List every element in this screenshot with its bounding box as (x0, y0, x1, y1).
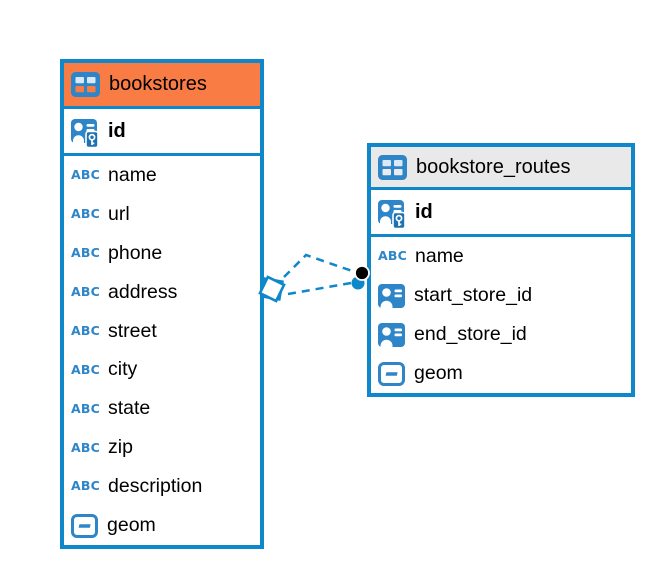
column-row[interactable]: start_store_id (371, 276, 631, 315)
text-type-icon: ABC (71, 400, 100, 416)
column-label: address (108, 280, 178, 303)
table-title: bookstore_routes (416, 155, 571, 178)
table-bookstores[interactable]: bookstores id ABC name ABC (60, 59, 264, 549)
column-label: id (108, 119, 126, 142)
column-row[interactable]: ABC description (64, 467, 260, 506)
column-label: end_store_id (414, 323, 527, 345)
table-icon (71, 72, 100, 97)
column-list: ABC name start_store_id (371, 237, 631, 393)
relationship-source-diamond[interactable] (260, 277, 284, 301)
table-bookstore-routes[interactable]: bookstore_routes id ABC name (367, 143, 635, 397)
column-label: name (415, 245, 464, 267)
primary-key-icon (378, 199, 406, 229)
table-bookstore-routes-header[interactable]: bookstore_routes (371, 147, 631, 187)
column-row[interactable]: ABC zip (64, 428, 260, 467)
column-row[interactable]: ABC address (64, 273, 260, 312)
column-label: city (108, 358, 138, 381)
column-row[interactable]: geom (371, 354, 631, 393)
column-label: geom (414, 362, 463, 384)
text-type-icon: ABC (71, 283, 100, 299)
text-type-icon: ABC (71, 167, 100, 183)
column-label: url (108, 202, 130, 225)
column-list: ABC name ABC url ABC phone ABC address A… (64, 156, 260, 545)
column-label: description (108, 475, 203, 498)
geometry-type-icon (378, 361, 405, 386)
column-row[interactable]: geom (64, 506, 260, 545)
reference-type-icon (378, 322, 405, 347)
column-label: phone (108, 241, 163, 264)
column-row-pk[interactable]: id (64, 109, 260, 153)
column-row[interactable]: ABC state (64, 389, 260, 428)
geometry-type-icon (71, 513, 98, 538)
text-type-icon: ABC (71, 361, 100, 377)
text-type-icon: ABC (71, 245, 100, 261)
text-type-icon: ABC (378, 248, 407, 264)
column-label: street (108, 319, 157, 342)
column-label: name (108, 163, 157, 186)
text-type-icon: ABC (71, 322, 100, 338)
column-label: state (108, 397, 151, 420)
column-row[interactable]: ABC street (64, 312, 260, 351)
header-divider (371, 187, 631, 190)
pk-divider (64, 153, 260, 156)
column-row[interactable]: ABC name (64, 156, 260, 195)
reference-type-icon (378, 283, 405, 308)
pk-divider (371, 234, 631, 237)
text-type-icon: ABC (71, 439, 100, 455)
column-row[interactable]: ABC url (64, 195, 260, 234)
relationship-line-start-store[interactable] (283, 253, 356, 278)
text-type-icon: ABC (71, 478, 100, 494)
relationship-endpoint-dot[interactable] (351, 276, 365, 290)
header-divider (64, 106, 260, 109)
relationship-line-end-store[interactable] (287, 281, 352, 296)
column-label: zip (108, 436, 133, 459)
table-title: bookstores (109, 73, 207, 95)
column-row[interactable]: ABC phone (64, 234, 260, 273)
primary-key-icon (71, 118, 99, 148)
table-icon (378, 154, 407, 180)
column-row[interactable]: ABC city (64, 351, 260, 390)
column-row-pk[interactable]: id (371, 190, 631, 234)
column-row[interactable]: end_store_id (371, 315, 631, 354)
column-label: start_store_id (414, 284, 533, 306)
column-label: geom (107, 514, 156, 537)
text-type-icon: ABC (71, 206, 100, 222)
table-bookstores-header[interactable]: bookstores (64, 63, 260, 106)
column-row[interactable]: ABC name (371, 237, 631, 276)
column-label: id (415, 200, 433, 223)
